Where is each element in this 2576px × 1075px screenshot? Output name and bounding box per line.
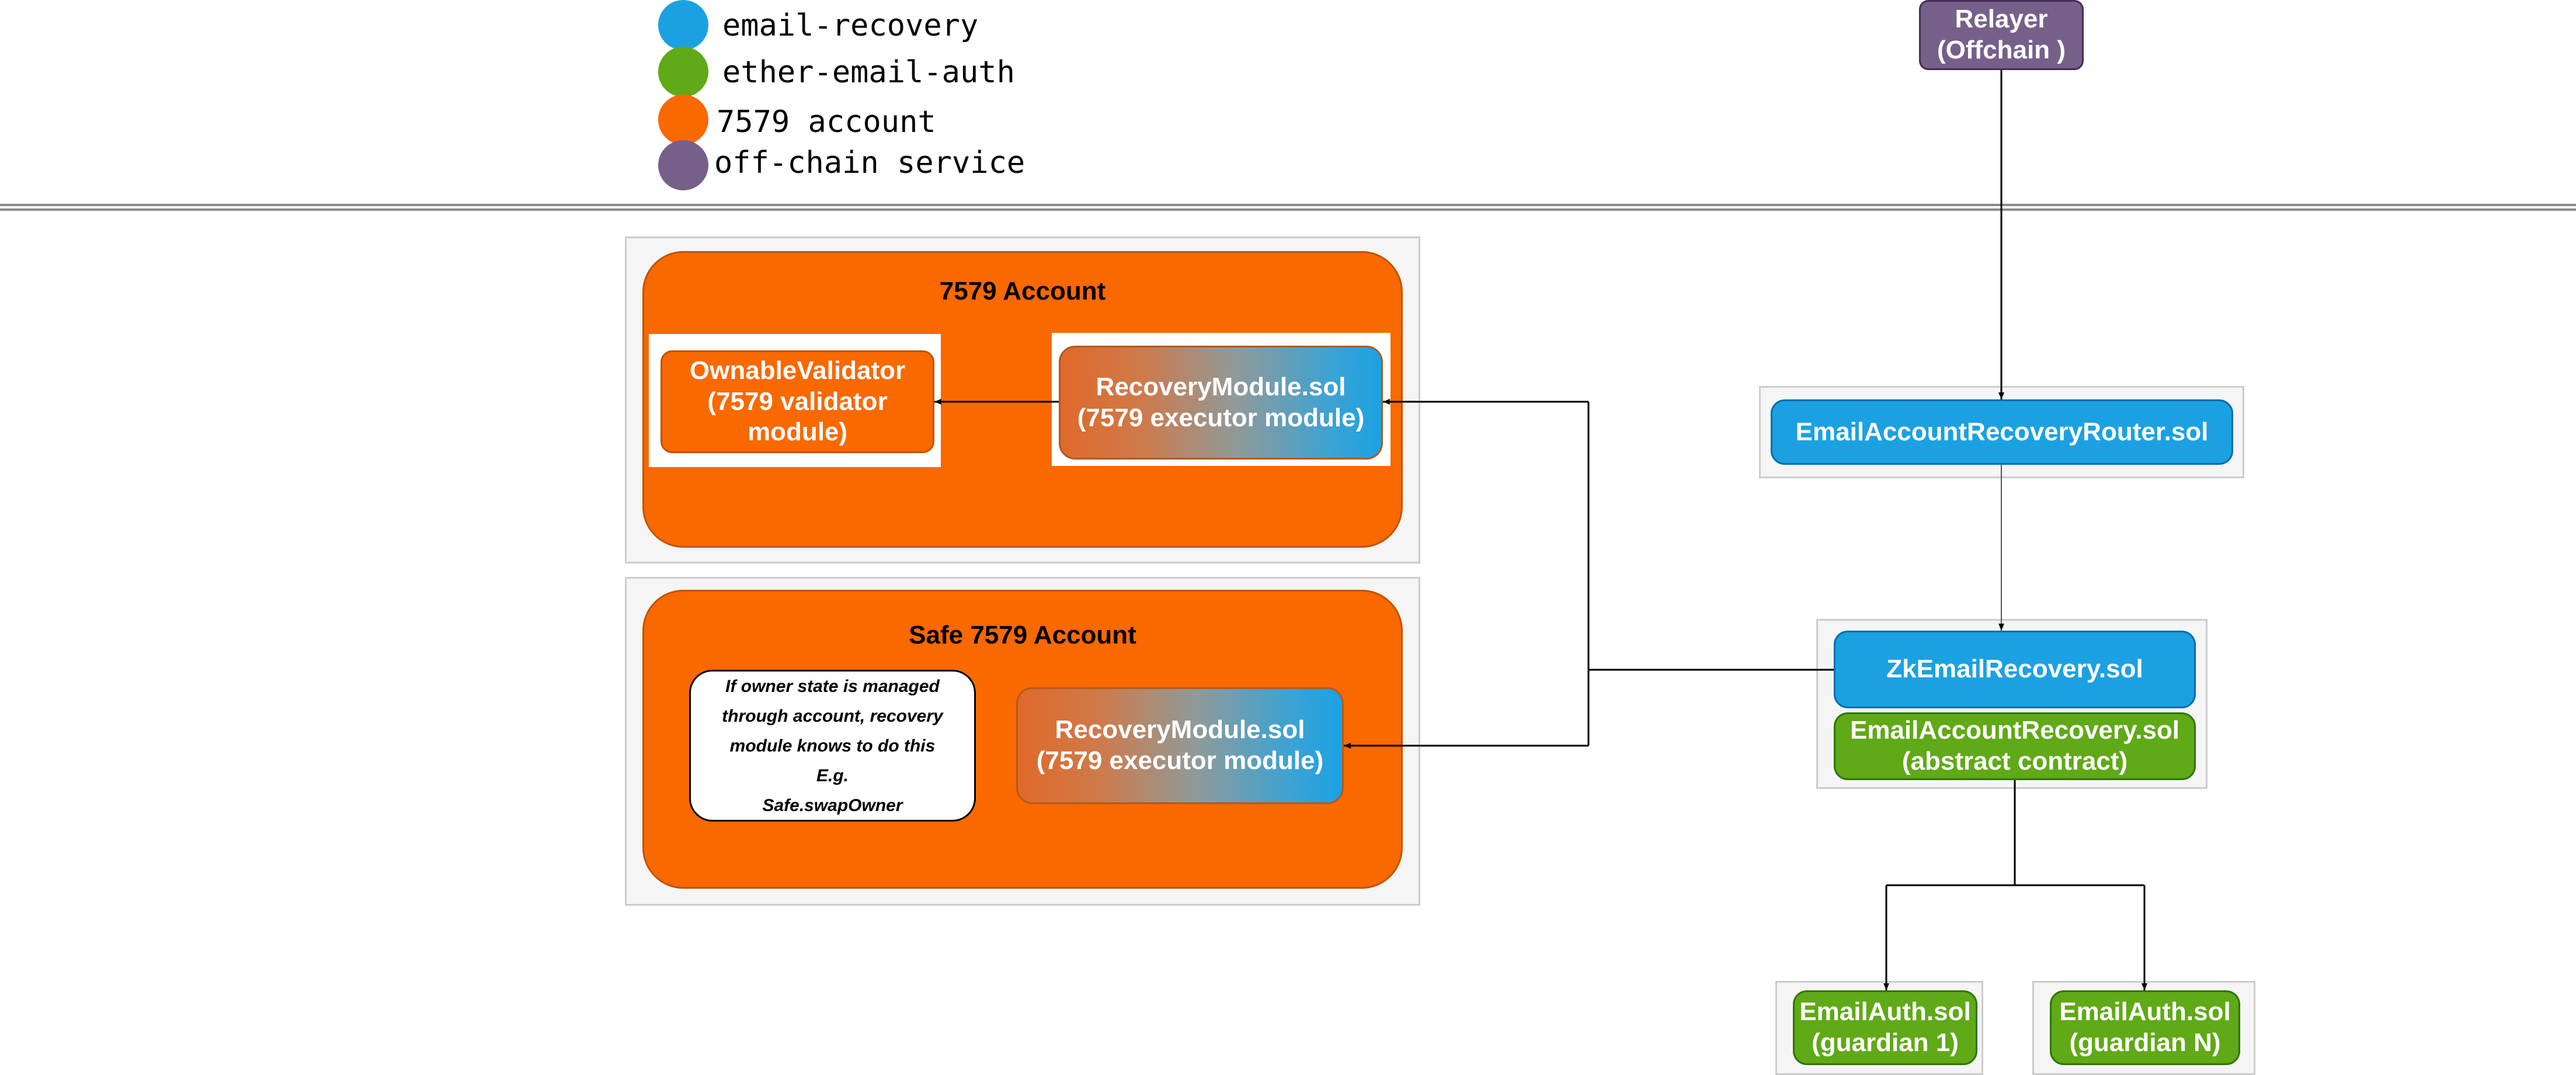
- recovery-module-label: RecoveryModule.sol (7579 executor module…: [1077, 372, 1365, 432]
- legend-label-email-recovery: email-recovery: [722, 8, 979, 43]
- email-account-recovery-node[interactable]: EmailAccountRecovery.sol (abstract contr…: [1834, 712, 2196, 780]
- safe-recovery-module-node[interactable]: RecoveryModule.sol (7579 executor module…: [1016, 687, 1344, 804]
- safe-recovery-module-label: RecoveryModule.sol (7579 executor module…: [1036, 715, 1324, 775]
- safe-account-title: Safe 7579 Account: [909, 621, 1136, 649]
- email-auth-n-node[interactable]: EmailAuth.sol (guardian N): [2050, 990, 2240, 1065]
- email-auth-1-label: EmailAuth.sol (guardian 1): [1799, 997, 1971, 1057]
- zk-email-recovery-node[interactable]: ZkEmailRecovery.sol: [1834, 631, 2196, 708]
- ownable-validator-node[interactable]: OwnableValidator (7579 validator module): [660, 350, 934, 453]
- relayer-label: Relayer (Offchain ): [1937, 5, 2066, 64]
- zk-email-recovery-label: ZkEmailRecovery.sol: [1886, 655, 2143, 684]
- legend-label-off-chain-service: off-chain service: [714, 145, 1025, 180]
- chain-separator: [0, 204, 2576, 211]
- legend-dot-7579-account: [658, 95, 708, 145]
- email-auth-n-label: EmailAuth.sol (guardian N): [2059, 997, 2231, 1057]
- recovery-module-node[interactable]: RecoveryModule.sol (7579 executor module…: [1059, 346, 1383, 460]
- legend-dot-off-chain-service: [658, 140, 708, 190]
- email-account-recovery-label: EmailAccountRecovery.sol (abstract contr…: [1850, 716, 2180, 775]
- legend-label-7579-account: 7579 account: [717, 105, 936, 140]
- relayer-node[interactable]: Relayer (Offchain ): [1919, 0, 2084, 70]
- safe-owner-note: If owner state is managed through accoun…: [689, 670, 976, 822]
- account-7579-title: 7579 Account: [939, 277, 1106, 305]
- legend-dot-ether-email-auth: [658, 47, 708, 97]
- ownable-validator-label: OwnableValidator (7579 validator module): [689, 356, 906, 447]
- legend-dot-email-recovery: [658, 0, 708, 50]
- legend-label-ether-email-auth: ether-email-auth: [722, 55, 1015, 90]
- email-auth-1-node[interactable]: EmailAuth.sol (guardian 1): [1793, 990, 1977, 1065]
- router-node[interactable]: EmailAccountRecoveryRouter.sol: [1771, 399, 2233, 465]
- safe-owner-note-text: If owner state is managed through accoun…: [722, 676, 943, 815]
- router-label: EmailAccountRecoveryRouter.sol: [1795, 417, 2209, 446]
